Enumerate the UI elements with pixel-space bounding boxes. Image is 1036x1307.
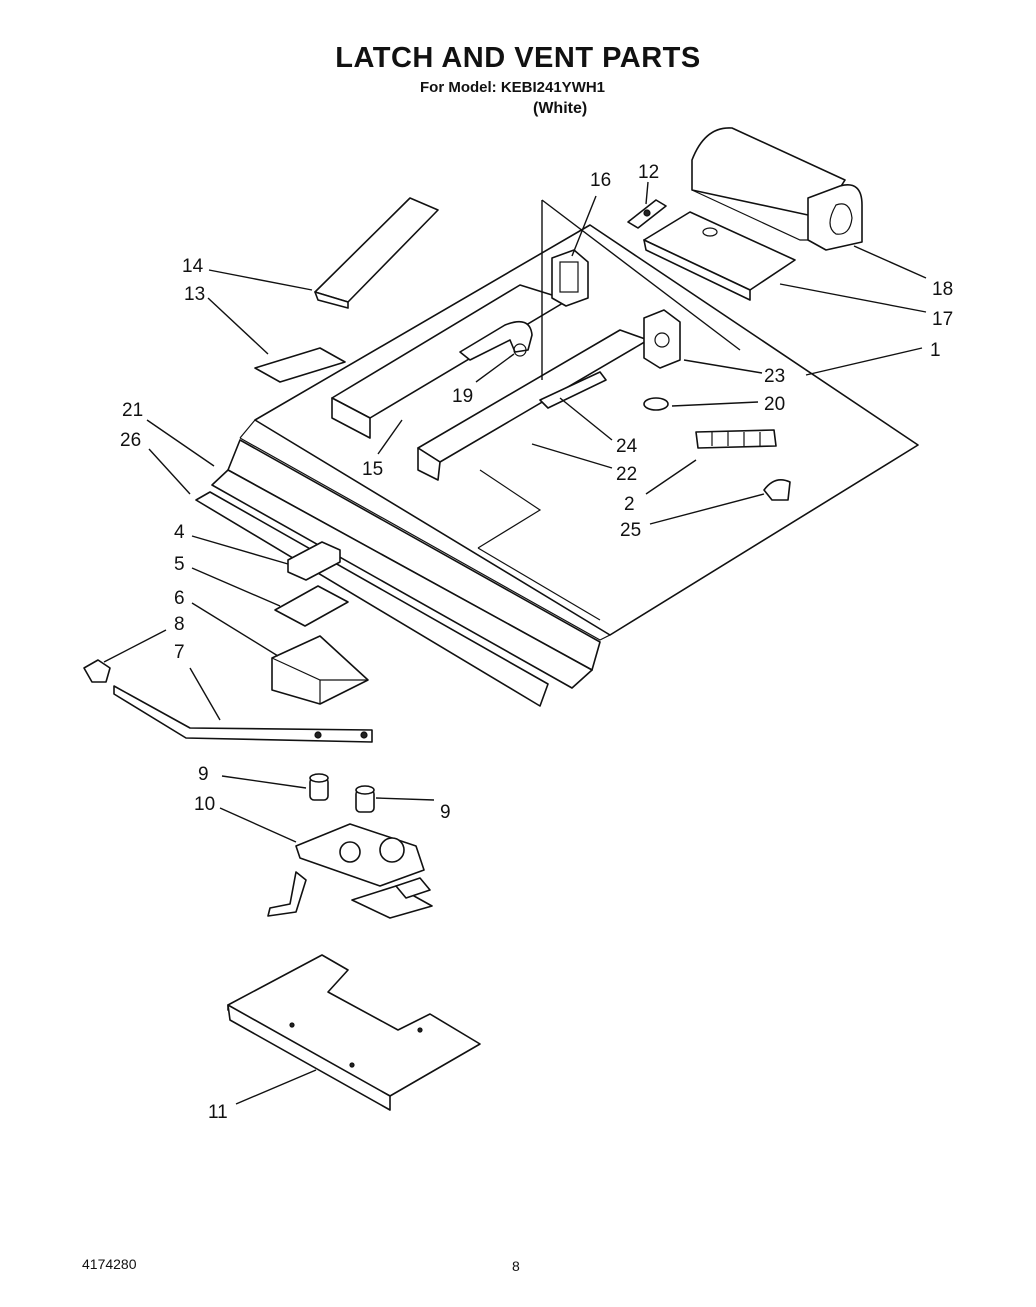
page-title: LATCH AND VENT PARTS [335, 42, 701, 74]
callout-12: 12 [638, 162, 659, 183]
callout-24: 24 [616, 436, 638, 457]
part-18-motor [691, 127, 863, 251]
callout-5: 5 [174, 554, 185, 575]
part-10-latch-assembly [267, 823, 433, 919]
model-subtitle: For Model: KEBI241YWH1 [420, 79, 606, 96]
part-9-spacer-right [355, 785, 375, 813]
leader-lines [103, 181, 927, 1105]
callout-14: 14 [182, 256, 204, 277]
callout-23: 23 [764, 366, 785, 387]
part-7-latch-rod [113, 685, 373, 743]
callout-1: 1 [930, 340, 941, 361]
part-9-spacer-left [309, 773, 329, 801]
callout-18: 18 [932, 279, 953, 300]
callout-25: 25 [620, 520, 641, 541]
callout-20: 20 [764, 394, 785, 415]
part-19-sensor [459, 320, 533, 361]
callout-19: 19 [452, 386, 473, 407]
part-12-clip [627, 199, 667, 229]
callout-22: 22 [616, 464, 637, 485]
callout-10: 10 [194, 794, 215, 815]
part-16-bracket [551, 249, 589, 307]
callout-26: 26 [120, 430, 141, 451]
part-1-top-panel [239, 224, 919, 641]
part-6-bracket-box [271, 635, 369, 705]
document-number: 4174280 [82, 1256, 137, 1272]
callout-9-left: 9 [198, 764, 209, 785]
part-20-thermostat [643, 397, 669, 411]
part-23-bracket [643, 309, 681, 369]
callout-13: 13 [184, 284, 205, 305]
callout-15: 15 [362, 459, 383, 480]
callout-16: 16 [590, 170, 611, 191]
callout-labels: 1 2 4 5 6 7 8 9 9 10 11 12 13 14 15 16 1… [120, 162, 953, 1123]
part-21-front-rail [211, 439, 601, 689]
callout-4: 4 [174, 522, 185, 543]
part-24-tube [539, 371, 607, 409]
part-5-insulator [274, 585, 349, 627]
callout-7: 7 [174, 642, 185, 663]
callout-8: 8 [174, 614, 185, 635]
callout-21: 21 [122, 400, 143, 421]
part-25-clamp [763, 479, 791, 501]
callout-9-right: 9 [440, 802, 451, 823]
callout-17: 17 [932, 309, 953, 330]
part-14-vent-chute [314, 197, 439, 309]
page-number: 8 [512, 1258, 520, 1274]
part-11-shield-plate [227, 954, 481, 1111]
part-13-plate [254, 347, 346, 383]
part-17-mount-plate [643, 211, 796, 301]
color-subtitle: (White) [533, 100, 588, 117]
callout-6: 6 [174, 588, 185, 609]
part-4-switch [287, 541, 341, 581]
callout-11: 11 [208, 1102, 228, 1123]
callout-2: 2 [624, 494, 635, 515]
part-15-left-duct [331, 284, 569, 439]
part-2-terminal-block [695, 429, 777, 449]
part-26-lower-strip [195, 491, 549, 707]
part-8-end-cap [83, 659, 111, 683]
